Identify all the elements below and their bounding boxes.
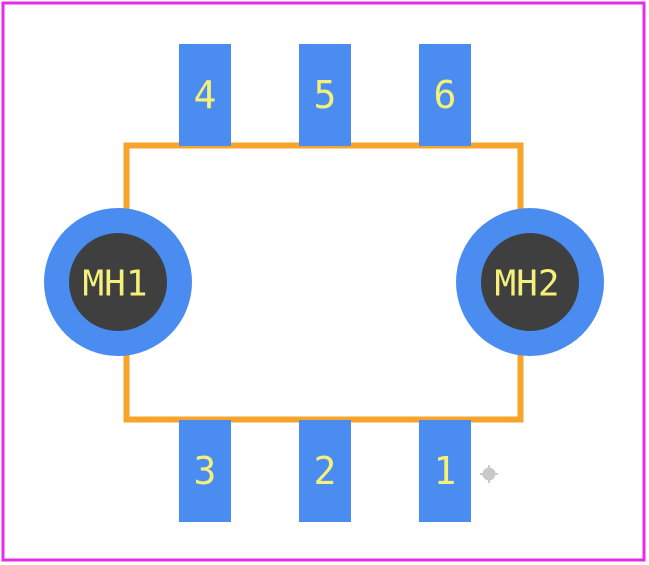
pad-shape [299,44,351,146]
pad-5: 5 [299,44,351,146]
pad-shape [419,44,471,146]
pad-4: 4 [179,44,231,146]
pad-label: 2 [314,449,337,493]
mounting-holes-layer: MH1 MH2 [44,208,604,356]
pad-label: 5 [314,73,337,117]
pads-layer: 4 5 6 3 2 1 [179,44,471,522]
pad-label: 6 [434,73,457,117]
mounting-hole-label: MH2 [494,264,559,305]
pad-6: 6 [419,44,471,146]
pad-1: 1 [419,420,471,522]
mounting-hole-mh1: MH1 [44,208,192,356]
pad-3: 3 [179,420,231,522]
pad-shape [419,420,471,522]
mounting-hole-mh2: MH2 [456,208,604,356]
pad-shape [179,420,231,522]
pad-label: 4 [194,73,217,117]
pad-label: 3 [194,449,217,493]
pad-shape [179,44,231,146]
crosshair-icon [480,465,498,483]
mounting-hole-drill [69,233,167,331]
pad-shape [299,420,351,522]
mounting-hole-label: MH1 [82,264,147,305]
pad-2: 2 [299,420,351,522]
pad-label: 1 [434,449,457,493]
mounting-hole-drill [481,233,579,331]
